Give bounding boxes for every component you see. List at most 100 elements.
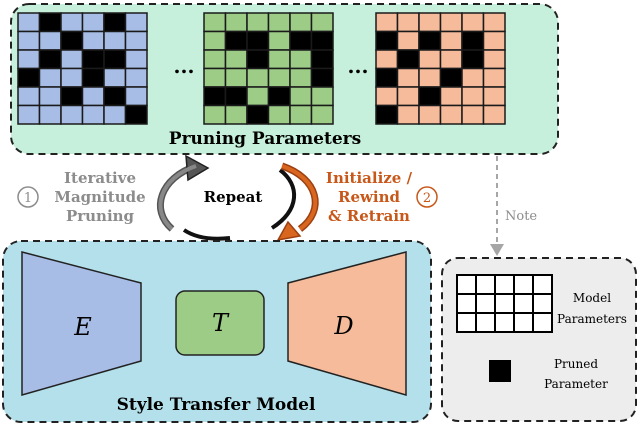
weight-cell [289, 12, 313, 33]
pruned-cell [310, 67, 334, 88]
weight-cell [439, 86, 463, 107]
weight-cell [17, 30, 41, 51]
legend-grid-cell [513, 274, 534, 295]
style-transfer-model-title: Style Transfer Model [117, 395, 316, 415]
weight-cell [81, 104, 105, 125]
pruned-cell [60, 86, 84, 107]
pruned-cell [38, 12, 62, 33]
model-parameters-line-2: Parameters [557, 312, 627, 326]
weight-cell [60, 49, 84, 70]
weight-cell [124, 86, 148, 107]
weight-cell [396, 86, 420, 107]
weight-cell [246, 12, 270, 33]
pruned-cell [246, 30, 270, 51]
pruned-parameter-line-2: Parameter [544, 377, 608, 391]
pruned-cell [375, 104, 399, 125]
model-parameters-grid-icon [456, 274, 553, 333]
legend-grid-cell [513, 312, 534, 333]
weight-cell [289, 49, 313, 70]
weight-cell [124, 49, 148, 70]
weight-cell [310, 104, 334, 125]
weight-cell [17, 104, 41, 125]
transfer-box [175, 290, 265, 356]
weight-cell [418, 49, 442, 70]
pruned-cell [396, 49, 420, 70]
weight-cell [439, 30, 463, 51]
weight-cell [81, 86, 105, 107]
encoder-label: E [73, 313, 92, 341]
pruned-cell [461, 49, 485, 70]
weight-cell [482, 86, 506, 107]
weight-cell [17, 12, 41, 33]
weight-cell [482, 30, 506, 51]
weight-cell [17, 49, 41, 70]
step2-line-2: Rewind [338, 188, 401, 206]
weight-grid-3 [375, 12, 506, 125]
weight-cell [375, 12, 399, 33]
weight-cell [203, 104, 227, 125]
pruned-cell [310, 49, 334, 70]
pruned-cell [38, 49, 62, 70]
ellipsis-2: ... [348, 54, 369, 78]
weight-cell [267, 67, 291, 88]
legend-grid-cell [456, 293, 477, 314]
weight-cell [81, 30, 105, 51]
weight-cell [418, 104, 442, 125]
weight-cell [17, 86, 41, 107]
weight-cell [461, 86, 485, 107]
legend-grid-cell [475, 274, 496, 295]
pruned-cell [375, 67, 399, 88]
pruning-parameters-title: Pruning Parameters [169, 129, 361, 149]
orange-arc-inner [281, 164, 318, 231]
weight-cell [418, 67, 442, 88]
weight-cell [396, 104, 420, 125]
weight-cell [38, 67, 62, 88]
weight-grids [17, 12, 506, 125]
step2-line-1: Initialize / [326, 169, 413, 187]
cycle-arrows: Repeat [156, 154, 319, 242]
weight-cell [439, 12, 463, 33]
weight-cell [461, 67, 485, 88]
weight-cell [482, 104, 506, 125]
pruned-cell [60, 30, 84, 51]
weight-cell [203, 30, 227, 51]
legend-grid-cell [494, 293, 515, 314]
black-arc-right [270, 168, 296, 230]
decoder-label: D [333, 312, 353, 340]
step2-line-3: & Retrain [328, 207, 410, 225]
pruned-cell [418, 86, 442, 107]
weight-cell [224, 12, 248, 33]
weight-cell [203, 67, 227, 88]
step1-number: 1 [24, 191, 32, 206]
step1-line-1: Iterative [64, 169, 136, 187]
legend-grid-cell [494, 312, 515, 333]
weight-cell [224, 67, 248, 88]
weight-cell [246, 86, 270, 107]
pruned-cell [418, 30, 442, 51]
weight-cell [38, 104, 62, 125]
weight-cell [124, 67, 148, 88]
weight-cell [310, 12, 334, 33]
legend-grid-cell [532, 293, 553, 314]
weight-cell [38, 86, 62, 107]
step1-label: 1 Iterative Magnitude Pruning [17, 169, 146, 225]
pruned-cell [103, 49, 127, 70]
weight-cell [246, 67, 270, 88]
legend-grid-cell [513, 293, 534, 314]
pruned-cell [461, 30, 485, 51]
legend-grid-cell [532, 312, 553, 333]
pruned-parameter-line-1: Pruned [554, 357, 598, 371]
weight-cell [482, 49, 506, 70]
weight-cell [439, 49, 463, 70]
step1-line-3: Pruning [66, 207, 135, 225]
orange-arrowhead [276, 220, 302, 242]
model-parameters-line-1: Model [573, 291, 611, 305]
ellipsis-1: ... [174, 54, 195, 78]
pruned-cell [103, 12, 127, 33]
pruned-cell [124, 104, 148, 125]
weight-cell [289, 86, 313, 107]
step1-circle [17, 186, 39, 208]
legend-box: Model Parameters Pruned Parameter [441, 257, 637, 422]
weight-cell [396, 67, 420, 88]
legend-grid-cell [532, 274, 553, 295]
